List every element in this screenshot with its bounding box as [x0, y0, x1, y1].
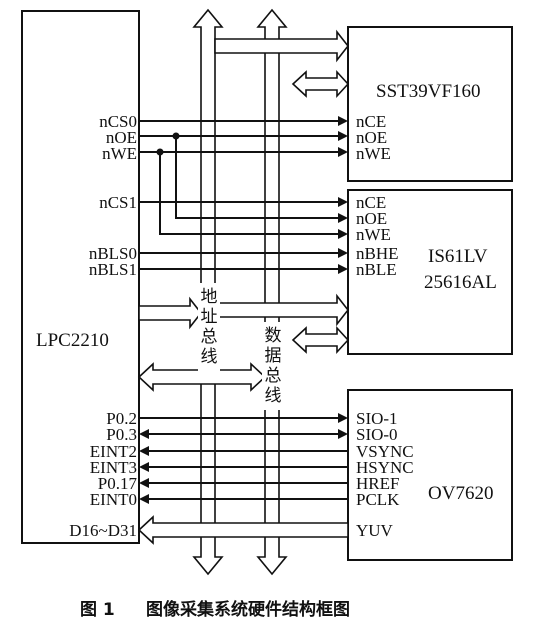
- figure-number: 图 1: [80, 600, 115, 620]
- pin-p0-2: P0.2: [106, 409, 137, 428]
- addr-bus-char-4: 线: [201, 347, 218, 367]
- figure-title: 图像采集系统硬件结构框图: [146, 599, 350, 620]
- addr-bus-char-2: 址: [201, 307, 218, 327]
- pin-p0-3: P0.3: [106, 425, 137, 444]
- data-bus-char-3: 总: [265, 366, 282, 386]
- sram-pin-nce: nCE: [356, 193, 386, 212]
- pin-nbls1: nBLS1: [89, 260, 137, 279]
- cam-pin-sio1: SIO-1: [356, 409, 398, 428]
- addr-bus-char-1: 地: [201, 287, 218, 307]
- sram-data-link: [291, 325, 350, 355]
- flash-address-link: [214, 29, 350, 63]
- lpc2210-block: [21, 10, 140, 544]
- lpc2210-label: LPC2210: [36, 330, 109, 351]
- flash-data-link: [291, 69, 350, 99]
- lpc-address-out: [138, 296, 203, 330]
- cam-pin-sio0: SIO-0: [356, 425, 398, 444]
- pin-ncs1: nCS1: [99, 193, 137, 212]
- yuv-data-link: [137, 515, 349, 545]
- sram-pin-nbhe: nBHE: [356, 244, 399, 263]
- sram-pin-noe: nOE: [356, 209, 387, 228]
- cam-pin-pclk: PCLK: [356, 490, 400, 509]
- sram-address-link: [214, 293, 350, 327]
- addr-bus-char-3: 总: [201, 327, 218, 347]
- flash-pin-noe: nOE: [356, 128, 387, 147]
- pin-p0-17: P0.17: [98, 474, 138, 493]
- sram-pin-nwe: nWE: [356, 225, 391, 244]
- is61lv-label-line2: 25616AL: [424, 272, 497, 293]
- data-bus-arrow: [256, 8, 288, 576]
- cam-pin-yuv: YUV: [356, 521, 394, 540]
- pin-eint3: EINT3: [90, 458, 137, 477]
- flash-pin-nwe: nWE: [356, 144, 391, 163]
- data-bus-char-1: 数: [265, 326, 282, 346]
- pin-nwe: nWE: [102, 144, 137, 163]
- flash-pin-nce: nCE: [356, 112, 386, 131]
- sst39vf160-block: [347, 26, 513, 182]
- cam-pin-vsync: VSYNC: [356, 442, 414, 461]
- ov7620-label: OV7620: [428, 483, 493, 504]
- cam-pin-hsync: HSYNC: [356, 458, 414, 477]
- data-bus-char-2: 据: [265, 346, 282, 366]
- pin-eint0: EINT0: [90, 490, 137, 509]
- data-bus-char-4: 线: [265, 386, 282, 406]
- is61lv-block: [347, 189, 513, 355]
- pin-eint2: EINT2: [90, 442, 137, 461]
- sram-pin-nble: nBLE: [356, 260, 397, 279]
- pin-d16-d31: D16~D31: [69, 521, 137, 540]
- pin-ncs0: nCS0: [99, 112, 137, 131]
- pin-noe: nOE: [106, 128, 137, 147]
- pin-nbls0: nBLS0: [89, 244, 137, 263]
- ov7620-block: [347, 389, 513, 561]
- sst39vf160-label: SST39VF160: [376, 81, 481, 102]
- is61lv-label-line1: IS61LV: [428, 246, 488, 267]
- cam-pin-href: HREF: [356, 474, 399, 493]
